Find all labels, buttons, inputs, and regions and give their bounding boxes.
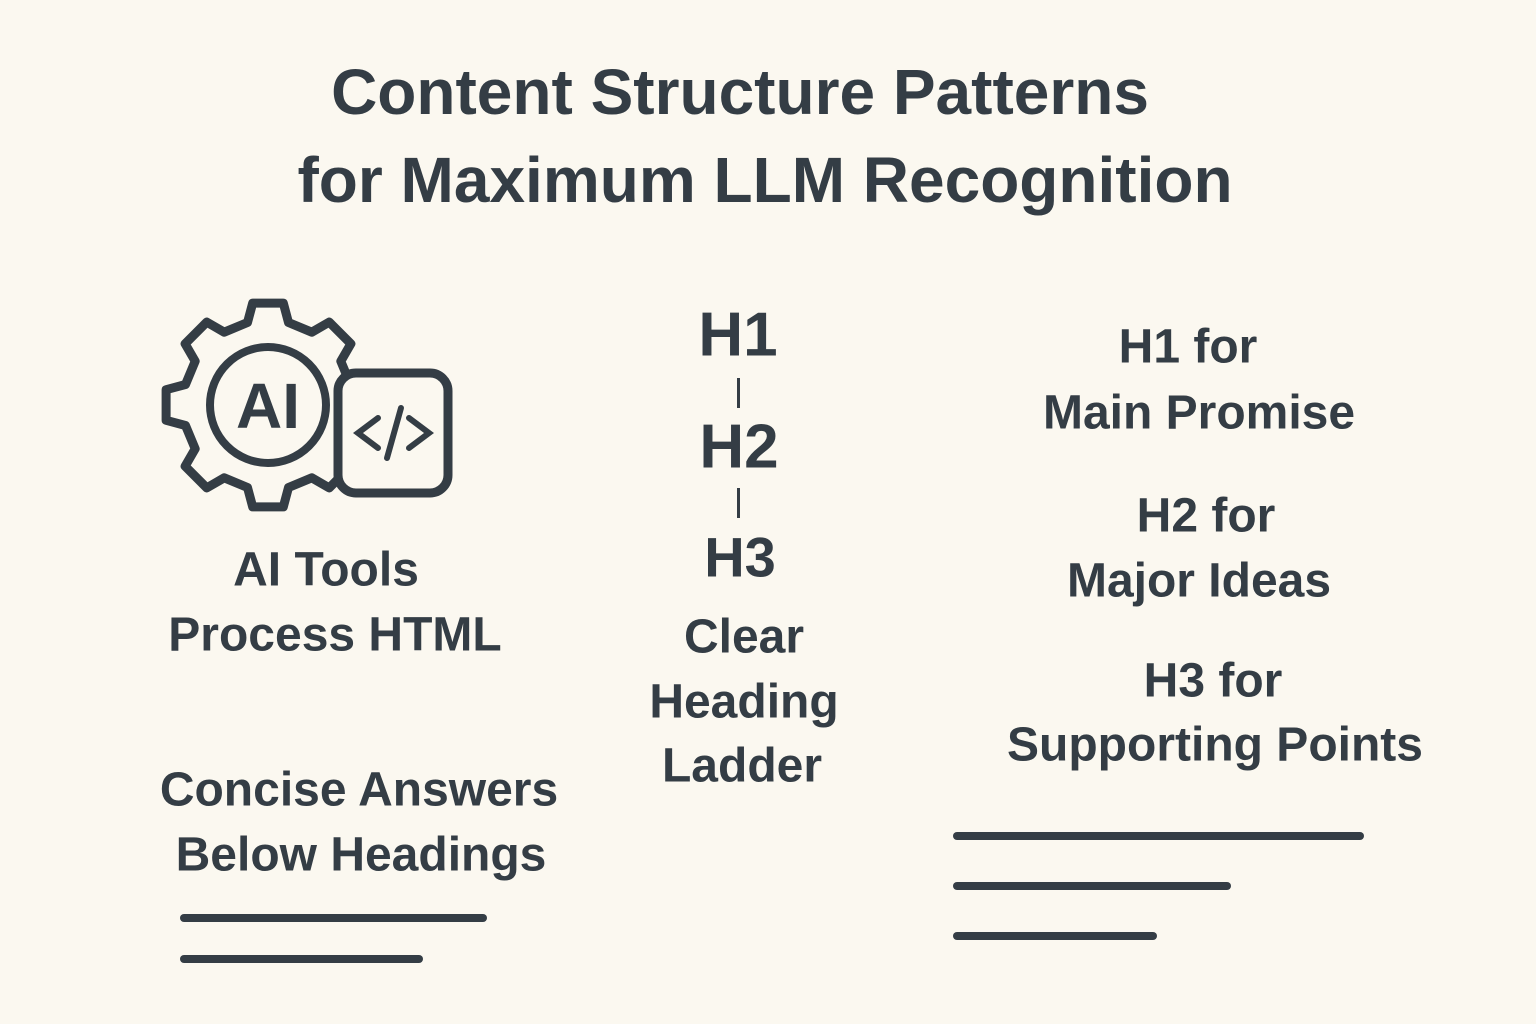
code-brackets-icon xyxy=(353,405,434,461)
ladder-caption-2: Heading xyxy=(649,675,839,729)
text-line-placeholder xyxy=(180,914,487,922)
ladder-caption-3: Ladder xyxy=(661,739,823,793)
answers-caption-1: Concise Answers xyxy=(159,763,559,817)
text-line-placeholder xyxy=(180,955,423,963)
text-line-placeholder xyxy=(953,882,1231,890)
ladder-h3: H3 xyxy=(704,525,776,589)
h2-level-label: H2 for xyxy=(1136,489,1276,543)
ladder-h2: H2 xyxy=(699,412,779,482)
h3-level-label: H3 for xyxy=(1143,654,1283,708)
answers-caption-2: Below Headings xyxy=(175,828,547,882)
h3-description: Supporting Points xyxy=(1007,718,1423,772)
ladder-connector xyxy=(737,378,740,408)
gear-icon xyxy=(161,298,375,512)
ai-circle xyxy=(206,343,330,467)
text-line-placeholder xyxy=(953,832,1364,840)
ladder-h1: H1 xyxy=(698,300,778,370)
ai-tools-caption-2: Process HTML xyxy=(168,608,502,662)
h1-level-label: H1 for xyxy=(1118,320,1258,374)
ladder-caption-1: Clear xyxy=(683,610,805,664)
ladder-connector xyxy=(737,488,740,518)
title-line-1: Content Structure Patterns xyxy=(331,56,1149,128)
ai-icon-text: AI xyxy=(236,370,300,442)
text-line-placeholder xyxy=(953,932,1157,940)
h2-description: Major Ideas xyxy=(1066,554,1332,608)
h1-description: Main Promise xyxy=(1042,386,1356,440)
ai-tools-caption-1: AI Tools xyxy=(233,543,419,597)
title-line-2: for Maximum LLM Recognition xyxy=(297,144,1233,216)
